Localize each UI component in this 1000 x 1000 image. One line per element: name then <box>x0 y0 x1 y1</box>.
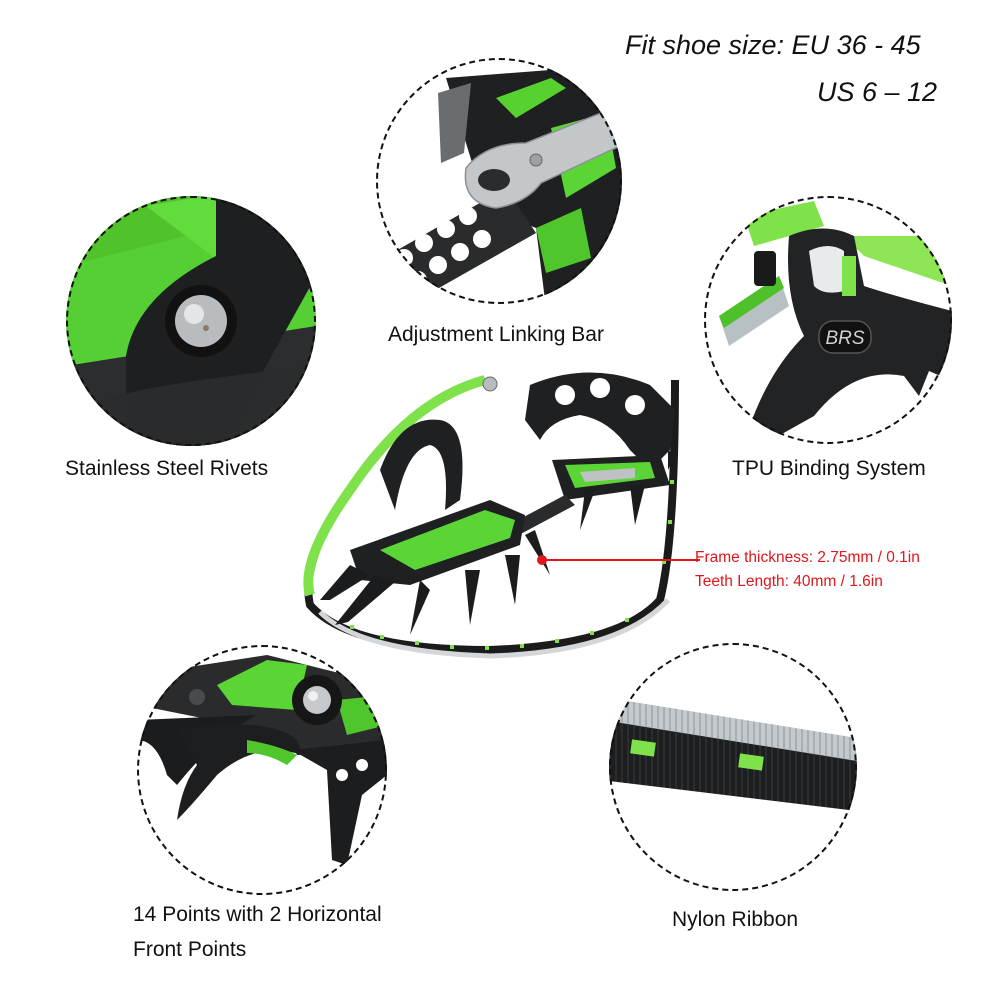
fit-size-line-1: Fit shoe size: EU 36 - 45 <box>625 30 921 60</box>
rivet-illustration <box>66 196 316 446</box>
stainless-steel-rivets-label: Stainless Steel Rivets <box>65 457 269 480</box>
adjustment-linking-bar-label: Adjustment Linking Bar <box>388 323 604 346</box>
stainless-steel-rivets-detail-image <box>66 196 316 446</box>
front-points-detail-image <box>137 645 387 895</box>
binding-illustration: BRS <box>719 201 952 444</box>
tpu-binding-system-label: TPU Binding System <box>732 457 926 480</box>
linking-bar-illustration <box>376 68 622 304</box>
teeth-length-spec: Teeth Length: 40mm / 1.6in <box>695 573 883 590</box>
points-illustration <box>137 655 387 865</box>
points-label-line-1: 14 Points with 2 Horizontal <box>133 903 382 926</box>
nylon-ribbon-label: Nylon Ribbon <box>672 908 799 931</box>
points-label-line-2: Front Points <box>133 938 247 961</box>
brs-logo-text: BRS <box>825 328 864 349</box>
nylon-ribbon-detail-image <box>609 643 857 891</box>
tpu-binding-system-detail-image: BRS <box>704 196 952 444</box>
ribbon-illustration <box>609 698 857 811</box>
frame-thickness-spec: Frame thickness: 2.75mm / 0.1in <box>695 549 920 566</box>
fit-size-line-2: US 6 – 12 <box>817 77 938 107</box>
adjustment-linking-bar-detail-image <box>376 58 622 304</box>
crampon-illustration <box>303 372 700 659</box>
crampon-product-image <box>290 360 700 670</box>
